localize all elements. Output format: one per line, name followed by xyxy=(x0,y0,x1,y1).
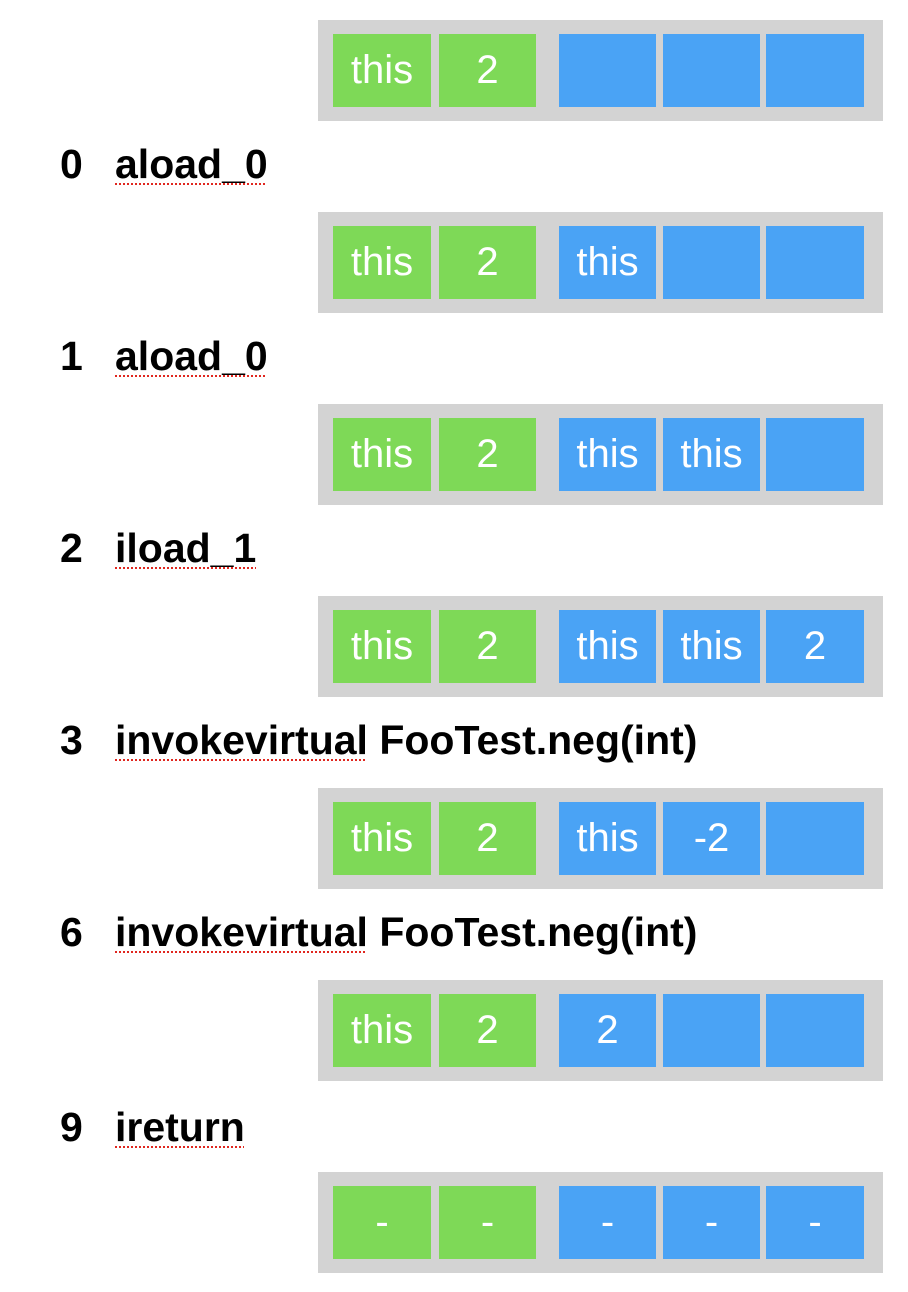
local-var-0: - xyxy=(333,1186,431,1259)
stack-slot-0: this xyxy=(559,226,656,299)
instruction-5: 9 ireturn xyxy=(60,1101,245,1153)
instruction-opcode: aload_0 xyxy=(115,141,268,187)
instruction-index: 6 xyxy=(60,909,83,955)
stack-slot-2 xyxy=(766,418,864,491)
instruction-2: 2 iload_1 xyxy=(60,522,256,574)
stack-slot-0 xyxy=(559,34,656,107)
local-var-0: this xyxy=(333,226,431,299)
instruction-1: 1 aload_0 xyxy=(60,330,268,382)
instruction-3: 3 invokevirtual FooTest.neg(int) xyxy=(60,714,697,766)
stack-slot-1: - xyxy=(663,1186,760,1259)
local-var-0: this xyxy=(333,34,431,107)
local-var-1: 2 xyxy=(439,418,536,491)
instruction-0: 0 aload_0 xyxy=(60,138,268,190)
local-var-1: 2 xyxy=(439,610,536,683)
stack-slot-0: this xyxy=(559,418,656,491)
local-var-0: this xyxy=(333,610,431,683)
frame-state-1: this 2 this xyxy=(318,212,883,313)
stack-slot-0: this xyxy=(559,802,656,875)
local-var-0: this xyxy=(333,994,431,1067)
stack-slot-2 xyxy=(766,226,864,299)
stack-slot-1: -2 xyxy=(663,802,760,875)
local-var-1: 2 xyxy=(439,34,536,107)
instruction-opcode: iload_1 xyxy=(115,525,257,571)
frame-state-0: this 2 xyxy=(318,20,883,121)
stack-slot-0: this xyxy=(559,610,656,683)
local-var-1: 2 xyxy=(439,226,536,299)
frame-state-3: this 2 this this 2 xyxy=(318,596,883,697)
frame-state-4: this 2 this -2 xyxy=(318,788,883,889)
stack-slot-1: this xyxy=(663,418,760,491)
instruction-index: 2 xyxy=(60,525,83,571)
instruction-operand: FooTest.neg(int) xyxy=(379,717,698,763)
stack-slot-2: - xyxy=(766,1186,864,1259)
instruction-index: 1 xyxy=(60,333,83,379)
instruction-4: 6 invokevirtual FooTest.neg(int) xyxy=(60,906,697,958)
stack-slot-0: - xyxy=(559,1186,656,1259)
local-var-0: this xyxy=(333,418,431,491)
stack-slot-0: 2 xyxy=(559,994,656,1067)
frame-state-6: - - - - - xyxy=(318,1172,883,1273)
stack-slot-2 xyxy=(766,34,864,107)
local-var-0: this xyxy=(333,802,431,875)
instruction-operand: FooTest.neg(int) xyxy=(379,909,698,955)
local-var-1: 2 xyxy=(439,802,536,875)
instruction-opcode: invokevirtual xyxy=(115,717,368,763)
local-var-1: 2 xyxy=(439,994,536,1067)
instruction-opcode: aload_0 xyxy=(115,333,268,379)
stack-slot-2 xyxy=(766,994,864,1067)
frame-state-5: this 2 2 xyxy=(318,980,883,1081)
stack-slot-2 xyxy=(766,802,864,875)
stack-slot-1 xyxy=(663,226,760,299)
stack-slot-2: 2 xyxy=(766,610,864,683)
stack-slot-1 xyxy=(663,34,760,107)
instruction-opcode: ireturn xyxy=(115,1104,245,1150)
stack-slot-1: this xyxy=(663,610,760,683)
instruction-opcode: invokevirtual xyxy=(115,909,368,955)
local-var-1: - xyxy=(439,1186,536,1259)
instruction-index: 3 xyxy=(60,717,83,763)
stack-slot-1 xyxy=(663,994,760,1067)
frame-state-2: this 2 this this xyxy=(318,404,883,505)
instruction-index: 9 xyxy=(60,1104,83,1150)
instruction-index: 0 xyxy=(60,141,83,187)
